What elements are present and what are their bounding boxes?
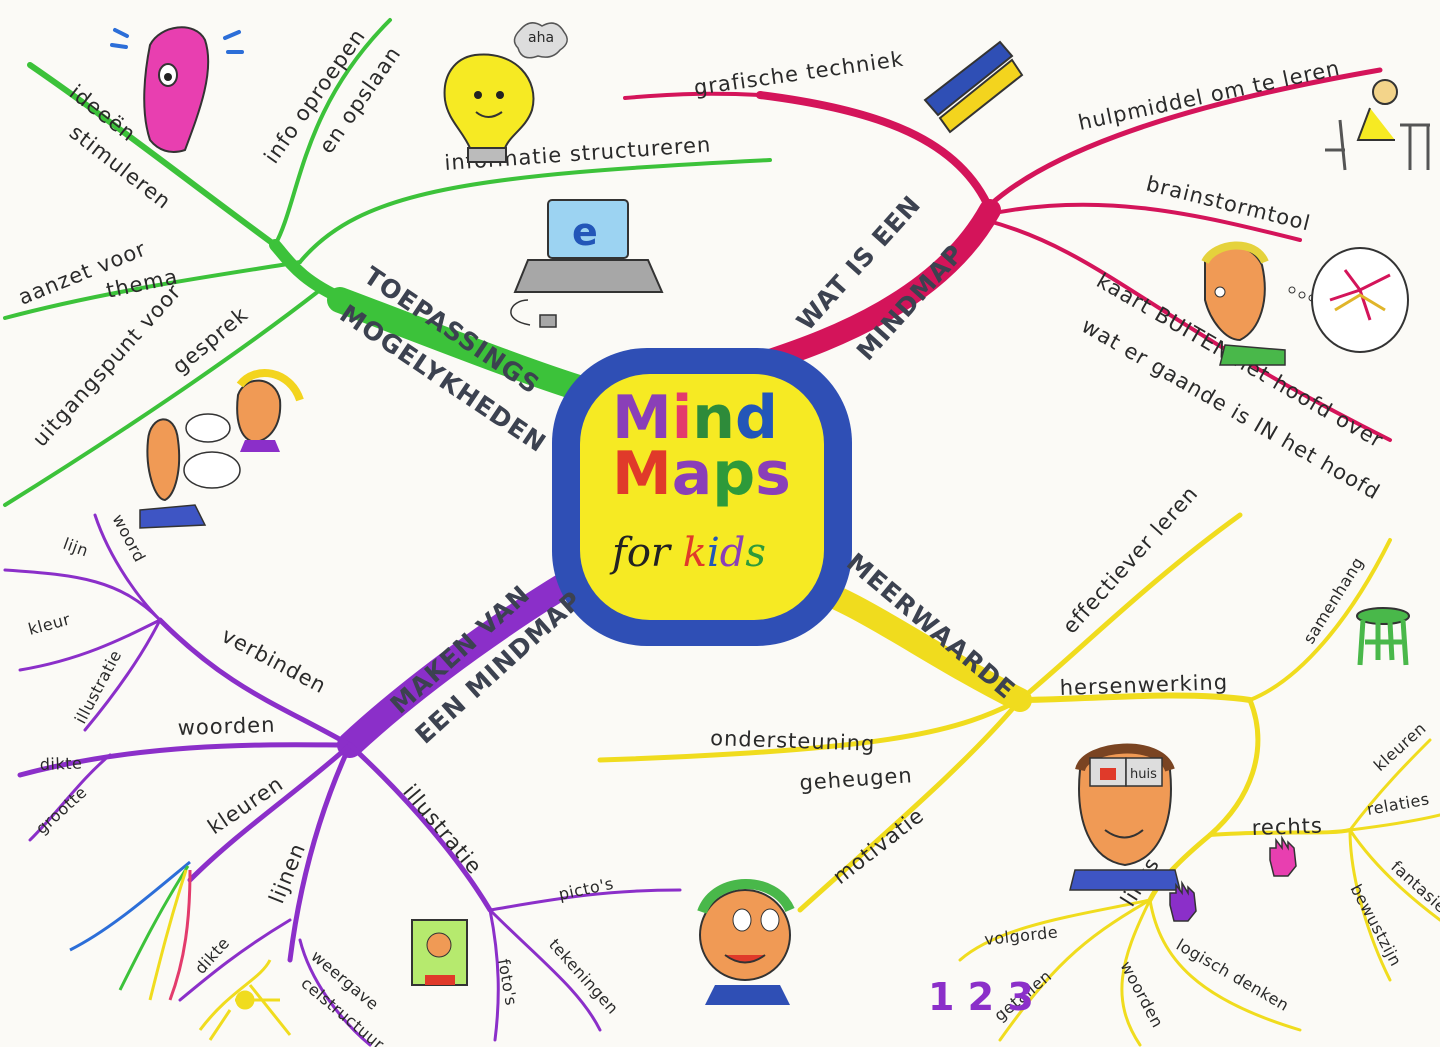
label-fantasie: fantasie <box>1387 857 1440 917</box>
label-grootte: grootte <box>32 782 91 838</box>
tongue-boy-icon <box>697 879 795 1005</box>
label-lijn: lijn <box>61 534 91 561</box>
label-huis: huis <box>1130 767 1157 782</box>
label-gesprek: gesprek <box>168 302 253 379</box>
label-relaties: relaties <box>1365 789 1431 819</box>
label-verbinden: verbinden <box>218 623 331 698</box>
thinking-boy-icon <box>1201 241 1409 366</box>
center-line-2: Maps <box>612 439 791 509</box>
numbers-123: 1 2 3 <box>928 975 1034 1019</box>
label-ondersteuning: ondersteuning <box>710 726 876 756</box>
label-hersenwerking: hersenwerking <box>1059 670 1228 700</box>
stool-icon <box>1356 607 1410 666</box>
label-dikte-2: dikte <box>191 933 234 977</box>
laptop-icon: e <box>510 199 664 328</box>
label-brainstormtool: brainstormtool <box>1144 172 1313 236</box>
talking-kids-icon <box>139 369 304 529</box>
label-motivatie: motivatie <box>828 803 928 889</box>
label-bewustzijn: bewustzijn <box>1346 881 1405 970</box>
label-pictos: picto's <box>557 874 615 904</box>
label-aha: aha <box>528 30 554 46</box>
neuron-icon <box>198 959 292 1041</box>
label-volgorde: volgorde <box>983 922 1059 949</box>
crying-face-icon <box>110 26 244 153</box>
label-kleur: kleur <box>26 609 72 638</box>
branch-toepassingen <box>3 18 772 507</box>
pencils-icon <box>923 40 1024 134</box>
branch-wat-is <box>623 67 1392 442</box>
label-woorden: woorden <box>177 713 275 740</box>
label-rechts: rechts <box>1251 814 1323 840</box>
label-dikte-1: dikte <box>39 754 82 774</box>
label-kleuren-right: kleuren <box>1370 718 1430 775</box>
label-illustratie: illustratie <box>398 780 487 879</box>
center-line-1: Mind <box>612 383 778 453</box>
label-geheugen: geheugen <box>799 763 914 795</box>
svg-text:e: e <box>572 210 598 254</box>
person-at-desk-icon <box>1325 79 1430 171</box>
rainbow-lines-icon <box>69 860 192 1001</box>
lightbulb-icon: aha <box>443 22 568 163</box>
portrait-frame-icon <box>411 919 468 986</box>
label-woorden-yellow: woorden <box>1116 958 1167 1031</box>
label-grafische-techniek: grafische techniek <box>692 47 905 100</box>
boy-brain-icon: huis <box>1069 743 1181 891</box>
center-line-3: for kids <box>609 530 766 576</box>
label-hulpmiddel: hulpmiddel om te leren <box>1076 56 1342 135</box>
hand-icon <box>1169 835 1297 922</box>
central-image: Mind Maps for kids <box>552 348 852 646</box>
